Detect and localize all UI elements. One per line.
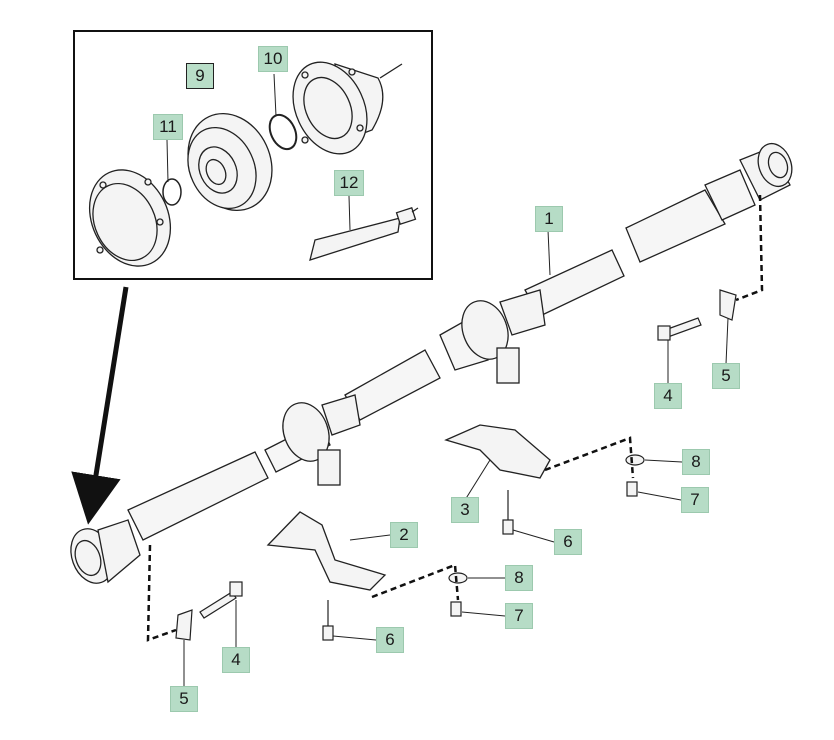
- support-bracket-rear: [444, 424, 551, 479]
- seal-ring-part: [268, 113, 298, 151]
- front-flange: [70, 519, 141, 584]
- callout-7-rear: 7: [681, 487, 709, 513]
- callout-12: 12: [334, 170, 364, 196]
- callout-6-front: 6: [376, 627, 404, 653]
- callout-8-front: 8: [505, 565, 533, 591]
- callout-8-rear: 8: [682, 449, 710, 475]
- centre-bearing-rear: [461, 289, 546, 384]
- detail-inset: [73, 30, 433, 280]
- callout-4-front: 4: [222, 647, 250, 673]
- centre-bearing-front: [282, 394, 361, 486]
- callout-10: 10: [258, 46, 288, 72]
- callout-1: 1: [535, 206, 563, 232]
- circlip-part: [162, 178, 182, 206]
- callout-11: 11: [153, 114, 183, 140]
- callout-6-rear: 6: [554, 529, 582, 555]
- cv-cover-plate: [88, 169, 172, 267]
- callout-2: 2: [390, 522, 418, 548]
- fasteners: [175, 289, 737, 641]
- leader-lines: [183, 229, 729, 686]
- callout-5-front: 5: [170, 686, 198, 712]
- callout-5-rear: 5: [712, 363, 740, 389]
- rear-flange: [739, 142, 793, 201]
- callout-7-front: 7: [505, 603, 533, 629]
- callout-9: 9: [186, 63, 214, 89]
- cv-joint-body: [187, 112, 273, 212]
- alignment-lines: [146, 194, 764, 642]
- flange-hub: [292, 61, 403, 155]
- callout-4-rear: 4: [654, 383, 682, 409]
- callout-3: 3: [451, 497, 479, 523]
- detail-pointer-arrow: [71, 286, 129, 525]
- grease-tube-part: [309, 207, 419, 261]
- support-bracket-front: [266, 511, 387, 591]
